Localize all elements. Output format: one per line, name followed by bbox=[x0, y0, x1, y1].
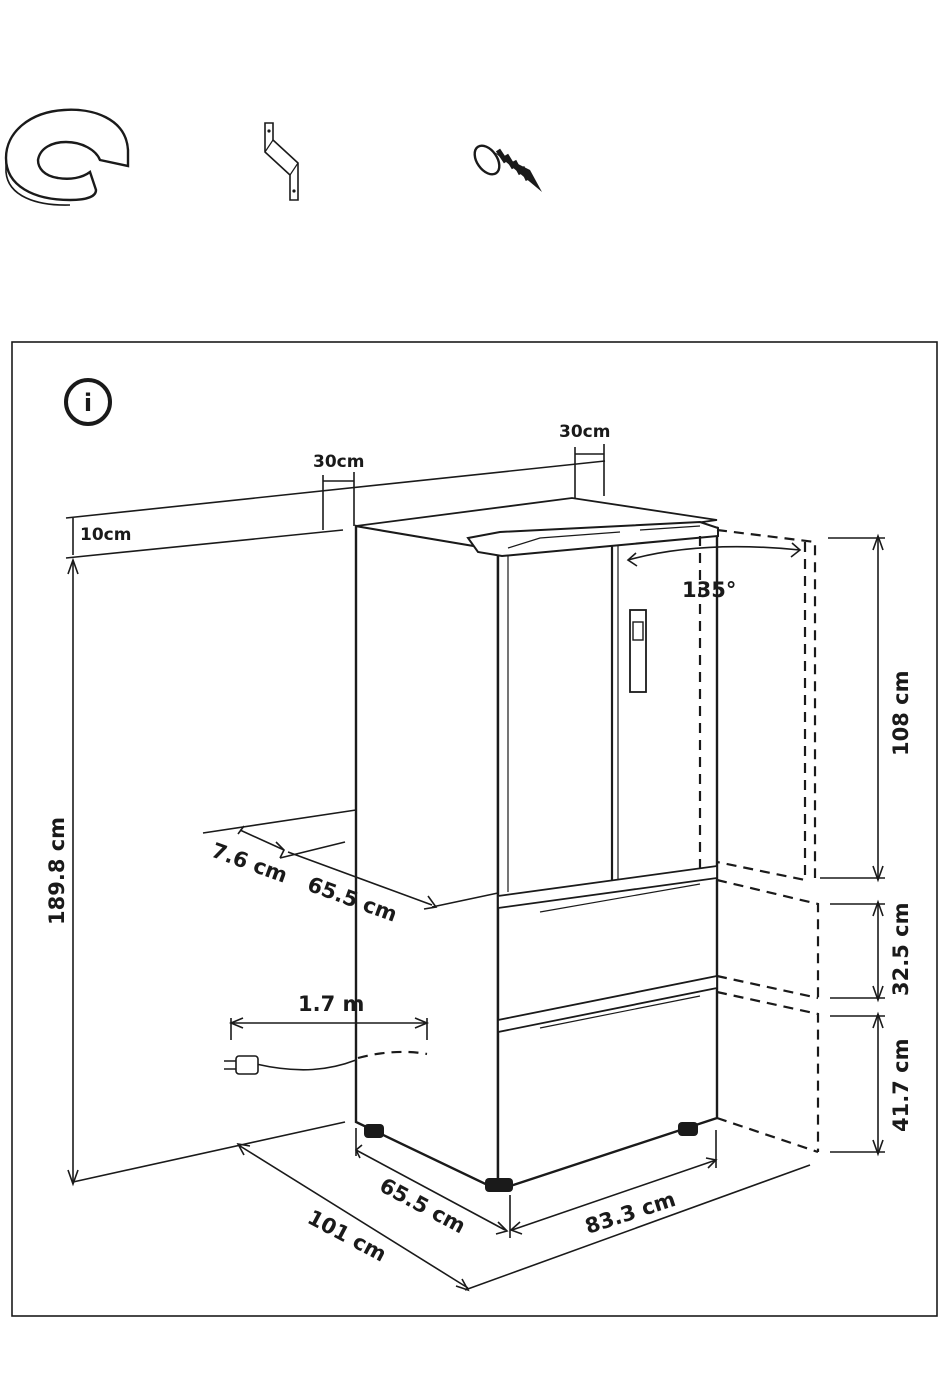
wall-bracket-icon bbox=[265, 123, 298, 200]
c-washer-icon bbox=[6, 110, 128, 205]
open-depth-label: 101 cm bbox=[304, 1205, 391, 1266]
right-dimensions bbox=[820, 536, 885, 1154]
top-clearance-label: 10cm bbox=[80, 525, 131, 545]
height-label: 189.8 cm bbox=[45, 817, 69, 925]
refrigerator bbox=[356, 498, 718, 1192]
lower-drawer-height-label: 41.7 cm bbox=[889, 1039, 913, 1132]
base-gap-label: 7.6 cm bbox=[208, 838, 290, 888]
cord-length-label: 1.7 m bbox=[298, 992, 364, 1016]
screw-icon bbox=[470, 141, 542, 192]
width-label: 83.3 cm bbox=[582, 1187, 678, 1239]
info-glyph: i bbox=[84, 389, 92, 417]
side-depth-bottom-label: 65.5 cm bbox=[376, 1173, 470, 1238]
info-icon: i bbox=[66, 380, 110, 424]
floor-line bbox=[203, 810, 356, 833]
rear-clearance-label: 30cm bbox=[559, 422, 610, 442]
height-dimension bbox=[68, 560, 345, 1184]
middle-drawer-height-label: 32.5 cm bbox=[889, 903, 913, 996]
side-clearance-label: 30cm bbox=[313, 452, 364, 472]
upper-door-height-label: 108 cm bbox=[889, 671, 913, 756]
door-angle-label: 135° bbox=[682, 578, 736, 602]
